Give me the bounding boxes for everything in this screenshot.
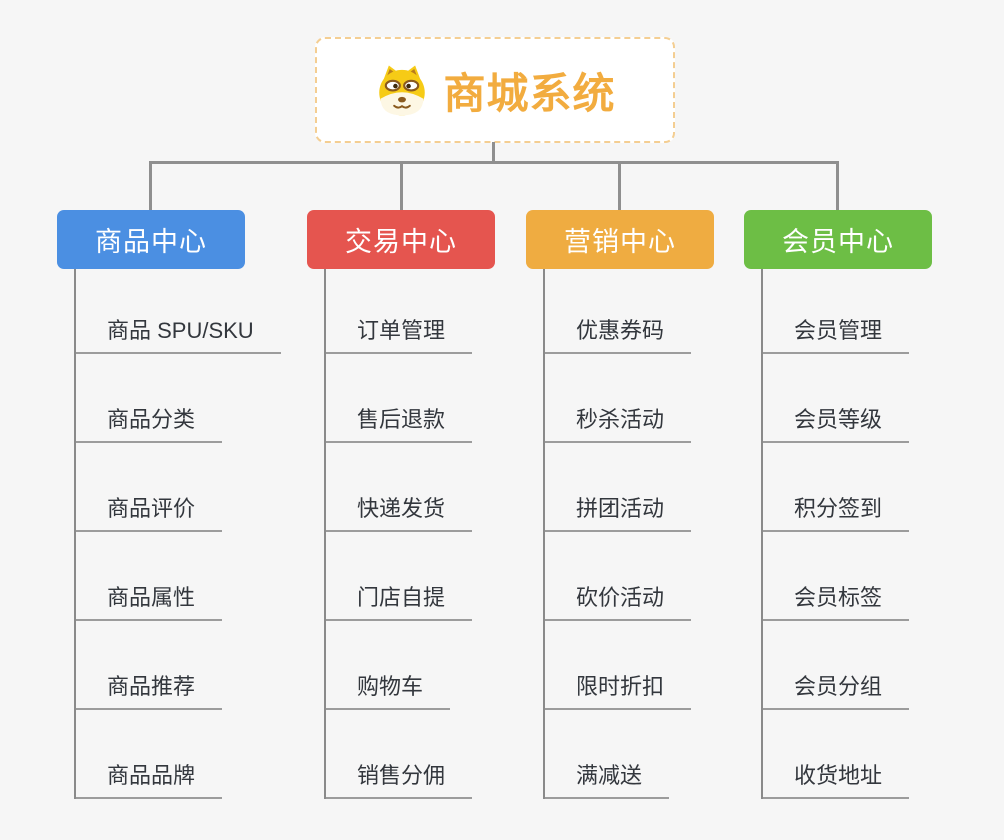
leaf-item[interactable]: 门店自提 [326,532,473,621]
branch-column-2: 交易中心 订单管理售后退款快递发货门店自提购物车销售分佣 [307,210,547,799]
connector-root-stem [492,142,495,163]
leaf-label: 秒杀活动 [545,402,692,443]
leaf-item[interactable]: 优惠券码 [545,269,692,354]
leaf-item[interactable]: 会员管理 [763,269,910,354]
branch-leaves: 订单管理售后退款快递发货门店自提购物车销售分佣 [324,269,473,799]
leaf-item[interactable]: 商品属性 [76,532,281,621]
leaf-item[interactable]: 商品推荐 [76,621,281,710]
leaf-label: 积分签到 [763,491,910,532]
branch-label: 交易中心 [345,227,457,257]
branch-header-2[interactable]: 交易中心 [307,210,495,269]
leaf-label: 售后退款 [326,402,473,443]
leaf-label: 会员管理 [763,313,910,354]
leaf-label: 满减送 [545,758,670,799]
leaf-label: 会员等级 [763,402,910,443]
leaf-label: 订单管理 [326,313,473,354]
leaf-label: 优惠券码 [545,313,692,354]
leaf-item[interactable]: 销售分佣 [326,710,473,799]
leaf-label: 快递发货 [326,491,473,532]
branch-column-3: 营销中心 优惠券码秒杀活动拼团活动砍价活动限时折扣满减送 [526,210,766,799]
leaf-item[interactable]: 会员等级 [763,354,910,443]
leaf-label: 商品属性 [76,580,223,621]
leaf-label: 收货地址 [763,758,910,799]
branch-label: 商品中心 [95,227,207,257]
root-title: 商城系统 [443,69,616,117]
leaf-label: 会员标签 [763,580,910,621]
branch-label: 会员中心 [782,227,894,257]
leaf-item[interactable]: 购物车 [326,621,472,710]
connector-drop-3 [618,161,621,211]
leaf-item[interactable]: 快递发货 [326,443,473,532]
branch-column-1: 商品中心 商品 SPU/SKU 商品分类商品评价商品属性商品推荐商品品牌 [57,210,297,799]
connector-bus [150,161,838,164]
connector-drop-2 [400,161,403,211]
leaf-item[interactable]: 满减送 [545,710,691,799]
connector-drop-1 [149,161,152,211]
leaf-label: 购物车 [326,669,451,710]
leaf-item[interactable]: 积分签到 [763,443,910,532]
leaf-item[interactable]: 售后退款 [326,354,473,443]
branch-header-4[interactable]: 会员中心 [744,210,932,269]
leaf-item[interactable]: 订单管理 [326,269,473,354]
leaf-item[interactable]: 收货地址 [763,710,910,799]
leaf-item[interactable]: 会员分组 [763,621,910,710]
leaf-label: 销售分佣 [326,758,473,799]
branch-leaves: 会员管理会员等级积分签到会员标签会员分组收货地址 [761,269,910,799]
leaf-label: 商品分类 [76,402,223,443]
leaf-label: 商品评价 [76,491,223,532]
branch-leaves: 优惠券码秒杀活动拼团活动砍价活动限时折扣满减送 [543,269,692,799]
leaf-label: 商品品牌 [76,758,223,799]
leaf-label: 商品推荐 [76,669,223,710]
leaf-item[interactable]: 会员标签 [763,532,910,621]
leaf-item[interactable]: 限时折扣 [545,621,692,710]
branch-column-4: 会员中心 会员管理会员等级积分签到会员标签会员分组收货地址 [744,210,984,799]
connector-drop-4 [836,161,839,211]
dog-face-icon [374,62,430,118]
leaf-item[interactable]: 商品分类 [76,354,281,443]
branch-header-3[interactable]: 营销中心 [526,210,714,269]
leaf-label: 会员分组 [763,669,910,710]
leaf-item[interactable]: 商品 SPU/SKU [76,269,281,354]
branch-label: 营销中心 [564,227,676,257]
leaf-label: 限时折扣 [545,669,692,710]
root-node[interactable]: 商城系统 [315,37,675,143]
leaf-label: 商品 SPU/SKU [76,313,281,354]
leaf-item[interactable]: 商品评价 [76,443,281,532]
leaf-label: 砍价活动 [545,580,692,621]
leaf-item[interactable]: 拼团活动 [545,443,692,532]
leaf-item[interactable]: 秒杀活动 [545,354,692,443]
branch-header-1[interactable]: 商品中心 [57,210,245,269]
leaf-item[interactable]: 商品品牌 [76,710,281,799]
leaf-label: 拼团活动 [545,491,692,532]
branch-leaves: 商品 SPU/SKU 商品分类商品评价商品属性商品推荐商品品牌 [74,269,281,799]
leaf-item[interactable]: 砍价活动 [545,532,692,621]
leaf-label: 门店自提 [326,580,473,621]
